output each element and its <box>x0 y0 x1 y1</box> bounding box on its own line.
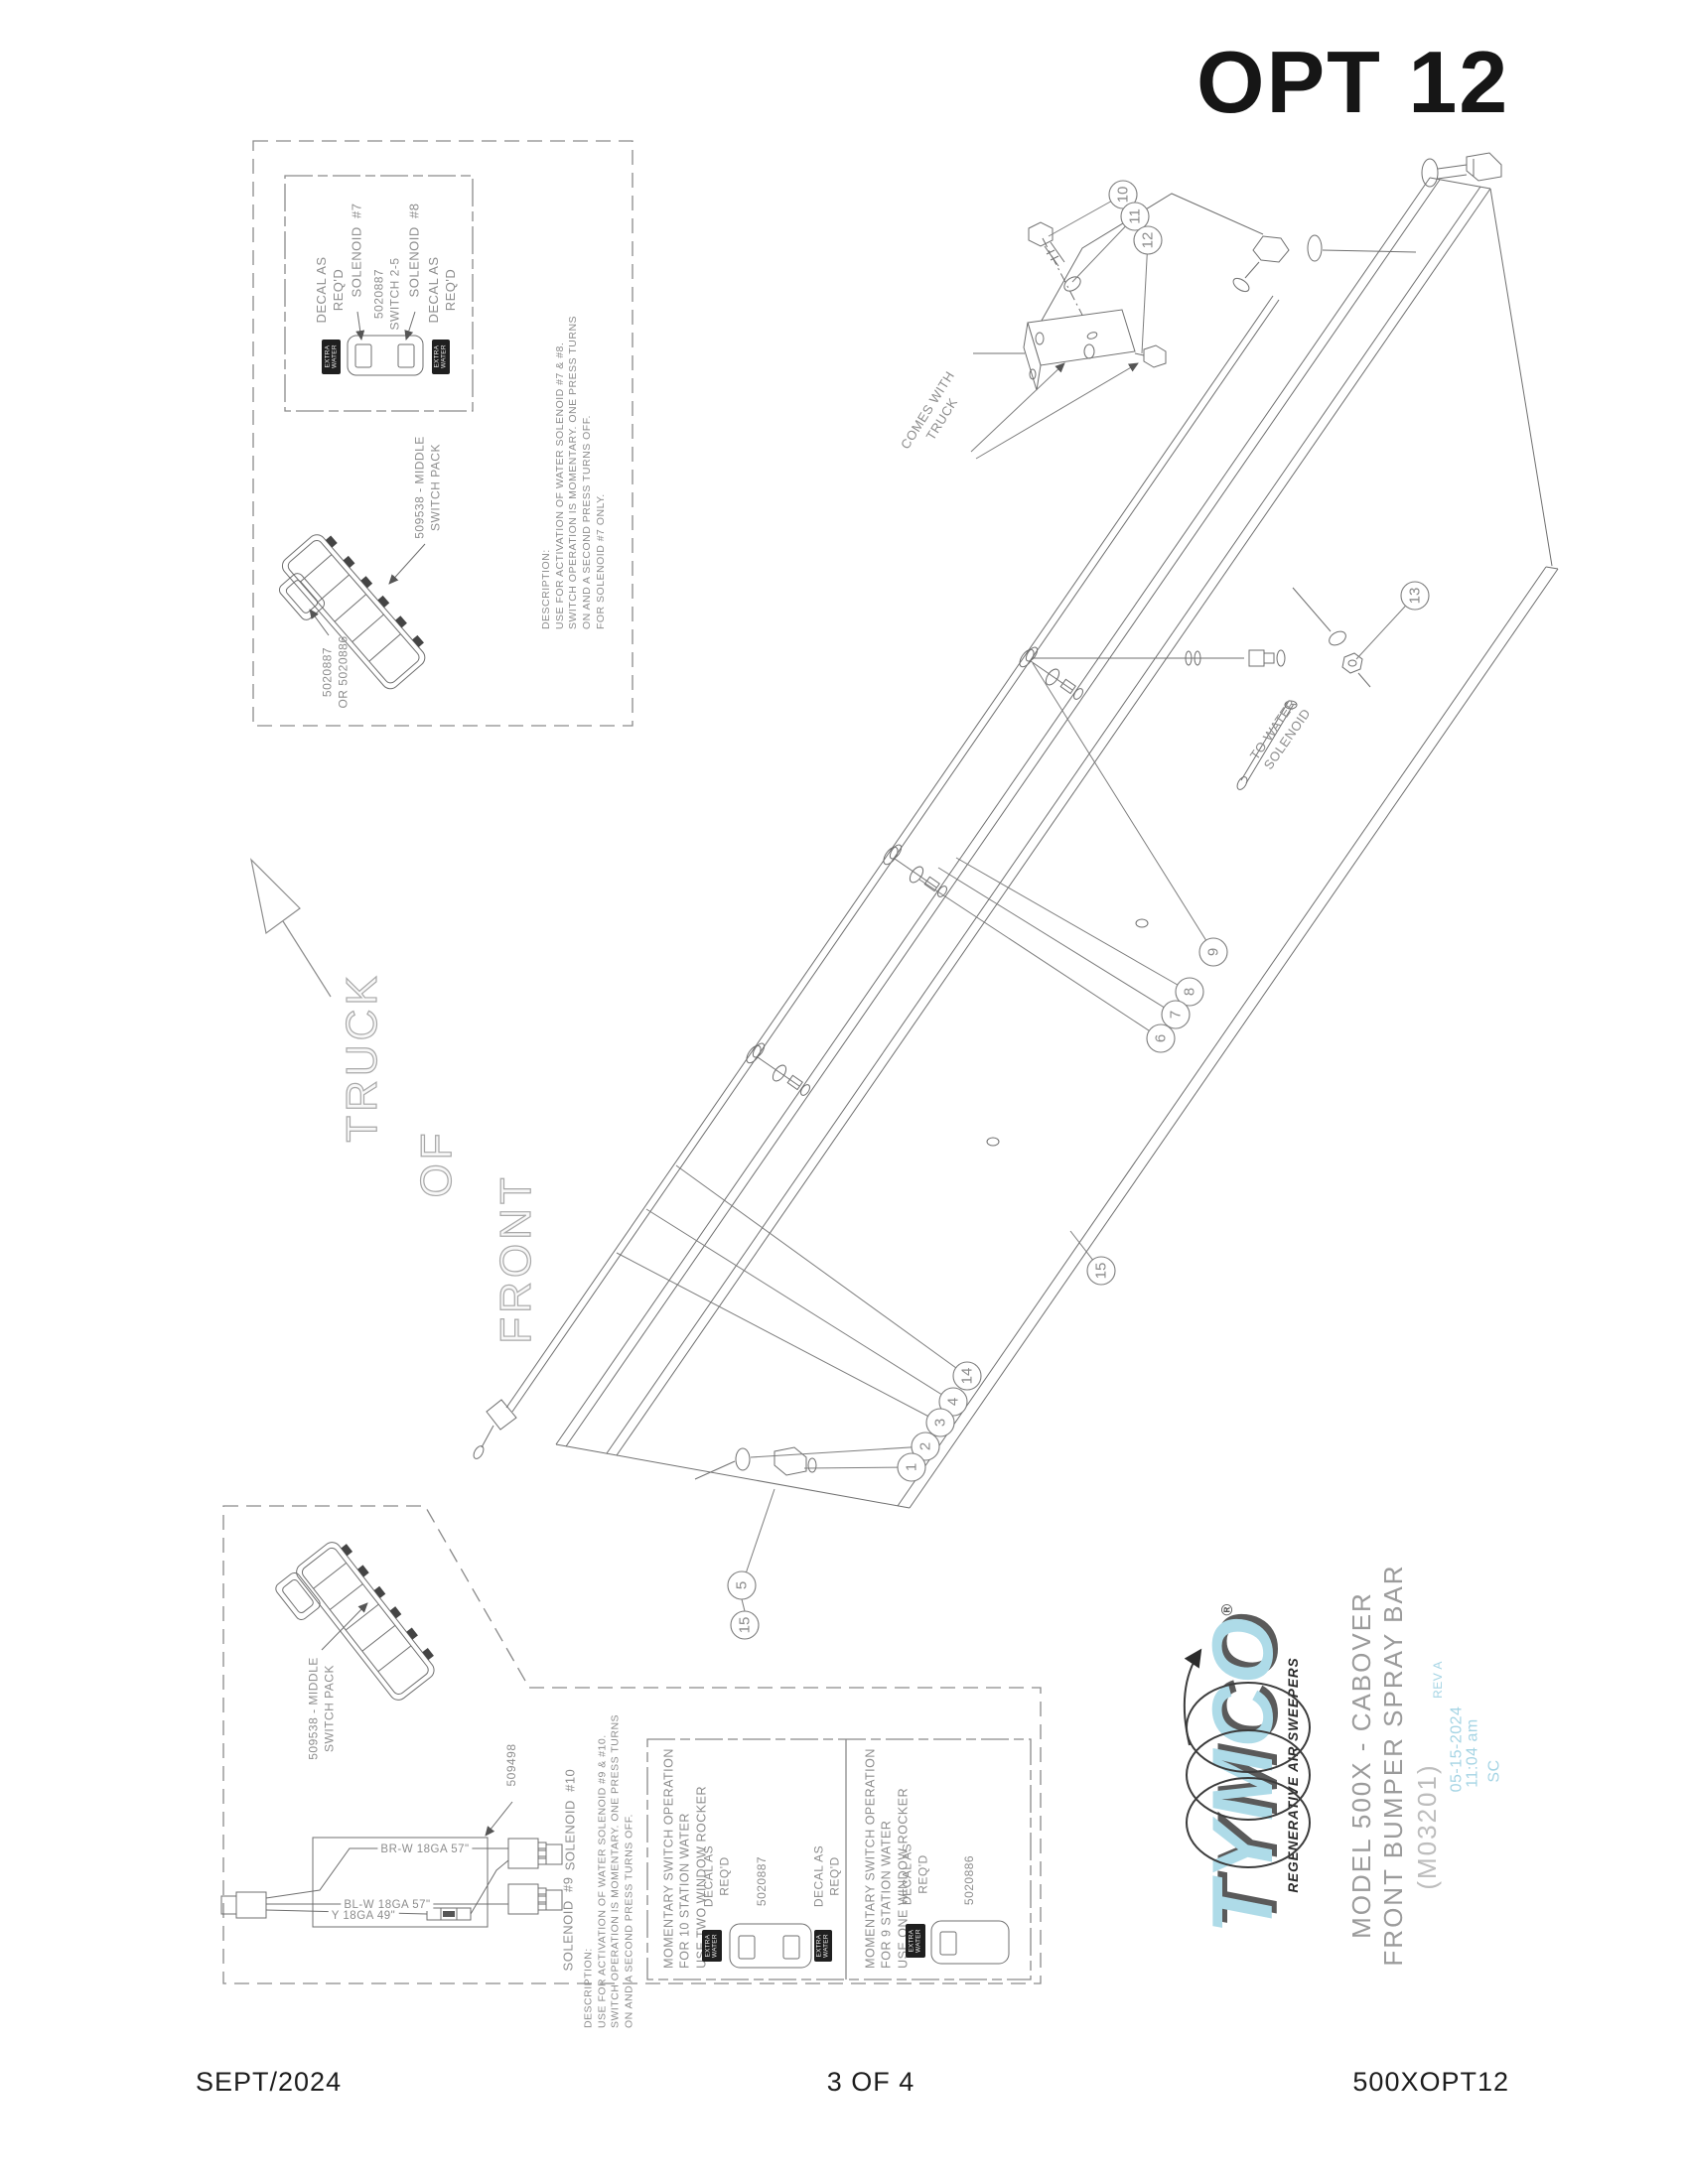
solenoid-7-label: SOLENOID #7 <box>349 203 364 298</box>
footer-date: SEPT/2024 <box>196 2067 343 2097</box>
callout-5: 5 <box>733 1580 751 1590</box>
wire-label-y: Y 18GA 49" <box>328 1910 399 1922</box>
registered-mark: ® <box>1218 1601 1236 1616</box>
rev-label: REV A <box>1431 1661 1446 1699</box>
detail-box-borders <box>222 140 1042 1984</box>
decal-as-reqd-left-label: DECAL AS REQ'D <box>314 256 346 324</box>
model-line: MODEL 500X - CABOVER <box>1346 1591 1377 1939</box>
solenoid-9-label: SOLENOID #9 <box>560 1876 576 1972</box>
callout-8: 8 <box>1181 987 1198 997</box>
plot-initials: SC <box>1485 1759 1503 1783</box>
extra-water-decal: EXTRA WATER <box>322 340 341 374</box>
callout-15: 15 <box>1092 1262 1110 1280</box>
front-of-truck-arrow <box>250 858 332 998</box>
callout-11: 11 <box>1126 208 1144 224</box>
callout-7: 7 <box>1167 1010 1185 1020</box>
part-5020886-label: 5020886 <box>962 1854 977 1906</box>
top-detail-art <box>278 311 435 693</box>
top-description: DESCRIPTION: USE FOR ACTIVATION OF WATER… <box>539 315 607 630</box>
extra-water-decal: EXTRA WATER <box>432 340 450 374</box>
callout-10: 10 <box>1114 186 1132 204</box>
harness-part-label: 509498 <box>504 1743 519 1787</box>
callout-circles <box>727 180 1430 1640</box>
callout-9: 9 <box>1204 947 1222 957</box>
callout-14: 14 <box>958 1367 976 1385</box>
callout-1: 1 <box>903 1462 920 1472</box>
part-5020887-label: 5020887 <box>755 1855 770 1907</box>
callout-13: 13 <box>1406 587 1424 605</box>
solenoid-10-label: SOLENOID #10 <box>562 1768 578 1871</box>
rocker-part-label: 5020887 OR 5020886 <box>320 635 350 709</box>
spray-bar <box>555 177 1559 1509</box>
extra-water-decal: EXTRA WATER <box>814 1930 832 1962</box>
drawing-number: (M03201) <box>1412 1763 1443 1890</box>
callout-12: 12 <box>1139 231 1157 249</box>
callout-4: 4 <box>944 1397 962 1407</box>
decal-as-reqd-label: DECAL AS REQ'D <box>900 1843 929 1906</box>
middle-switch-pack-label-bottom: 509538 - MIDDLE SWITCH PACK <box>306 1657 336 1760</box>
assembly-line: FRONT BUMPER SPRAY BAR <box>1378 1564 1409 1967</box>
extra-water-decal: EXTRA WATER <box>702 1930 722 1962</box>
front-of-truck-word-front: FRONT <box>491 1173 540 1345</box>
bottom-detail-art <box>220 1534 1010 1969</box>
switch-part-label: 5020887 SWITCH 2-5 <box>371 257 401 331</box>
logo-tagline: REGENERATIVE AIR SWEEPERS <box>1286 1657 1302 1893</box>
decal-as-reqd-right-label: DECAL AS REQ'D <box>426 256 458 324</box>
front-of-truck-word-truck: TRUCK <box>337 972 386 1144</box>
callout-2: 2 <box>916 1441 934 1451</box>
plot-time: 11:04 am <box>1464 1718 1481 1788</box>
footer-doc-number: 500XOPT12 <box>1352 2067 1509 2097</box>
middle-switch-pack-label: 509538 - MIDDLE SWITCH PACK <box>412 436 442 539</box>
tymco-logo: TYMCO® REGENERATIVE AIR SWEEPERS <box>1195 1601 1302 1934</box>
leader-lines <box>616 194 1416 1612</box>
callout-15b: 15 <box>736 1616 754 1634</box>
decal-as-reqd-label: DECAL AS REQ'D <box>811 1844 841 1908</box>
truck-bracket <box>973 221 1167 391</box>
page-title: OPT 12 <box>1196 33 1510 131</box>
spray-pipe <box>473 152 1502 1480</box>
decal-as-reqd-label: DECAL AS REQ'D <box>701 1844 731 1908</box>
wire-label-blw: BL-W 18GA 57" <box>341 1899 434 1911</box>
front-of-truck-word-of: OF <box>411 1129 461 1198</box>
callout-6: 6 <box>1152 1033 1170 1043</box>
wire-label-brw: BR-W 18GA 57" <box>377 1843 473 1855</box>
footer-page-number: 3 OF 4 <box>826 2067 915 2097</box>
extra-water-decal: EXTRA WATER <box>906 1924 925 1958</box>
callout-3: 3 <box>931 1418 949 1428</box>
bottom-description: DESCRIPTION: USE FOR ACTIVATION OF WATER… <box>582 1713 635 2029</box>
solenoid-8-label: SOLENOID #8 <box>406 203 422 298</box>
